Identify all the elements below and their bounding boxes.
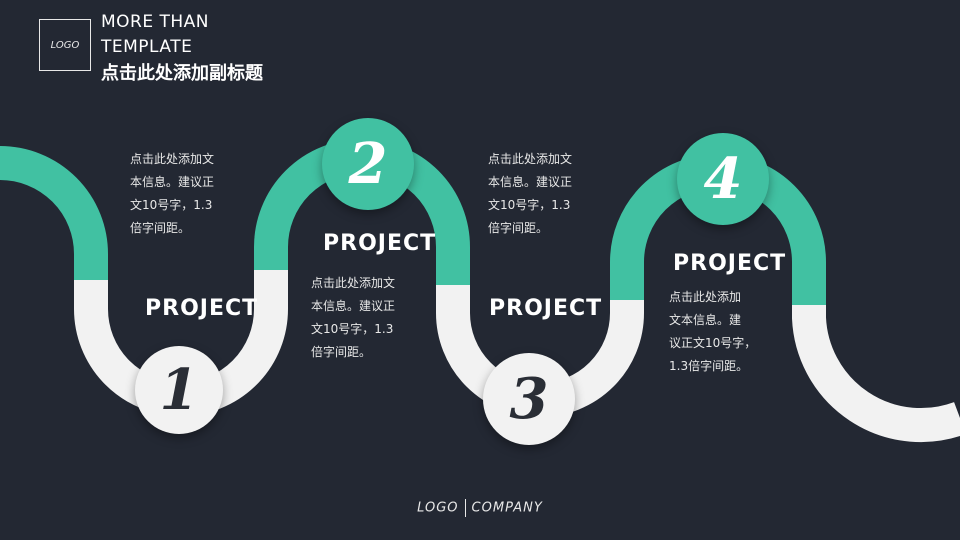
step-3-desc-line: 文10号字，1.3 — [488, 198, 571, 212]
step-2-description: 点击此处添加文 本信息。建议正 文10号字，1.3 倍字间距。 — [311, 272, 395, 364]
wave-segment-white-3 — [792, 305, 960, 442]
logo-text: LOGO — [50, 39, 80, 51]
step-3-description: 点击此处添加文 本信息。建议正 文10号字，1.3 倍字间距。 — [488, 148, 572, 240]
footer-logo: LOGO — [417, 500, 459, 516]
step-3-desc-line: 本信息。建议正 — [488, 175, 573, 189]
footer-company: COMPANY — [471, 500, 543, 516]
step-3-number: 3 — [509, 366, 549, 432]
step-4-desc-line: 文本信息。建 — [669, 313, 742, 327]
step-2-desc-line: 本信息。建议正 — [311, 299, 396, 313]
step-1-desc-line: 本信息。建议正 — [130, 175, 215, 189]
step-4-desc-line: 1.3倍字间距。 — [669, 359, 749, 373]
step-3-desc-line: 点击此处添加文 — [488, 152, 573, 166]
step-4-label: PROJECT — [673, 251, 787, 276]
title-line-2: TEMPLATE — [101, 37, 193, 57]
step-2-circle: 2 — [322, 118, 414, 210]
step-1-circle: 1 — [135, 346, 223, 434]
step-4-circle: 4 — [677, 133, 769, 225]
step-4-desc-line: 点击此处添加 — [669, 290, 742, 304]
step-1-desc-line: 点击此处添加文 — [130, 152, 215, 166]
footer-divider — [464, 499, 466, 517]
step-3-label: PROJECT — [489, 296, 603, 321]
step-1-desc-line: 文10号字，1.3 — [130, 198, 213, 212]
step-1-desc-line: 倍字间距。 — [130, 221, 191, 235]
step-3-desc-line: 倍字间距。 — [488, 221, 549, 235]
step-1-description: 点击此处添加文 本信息。建议正 文10号字，1.3 倍字间距。 — [130, 148, 214, 240]
step-2-label: PROJECT — [323, 231, 437, 256]
subtitle: 点击此处添加副标题 — [101, 63, 263, 84]
step-1-number: 1 — [159, 357, 199, 423]
step-2-number: 2 — [348, 131, 388, 197]
step-3-circle: 3 — [483, 353, 575, 445]
step-4-description: 点击此处添加 文本信息。建 议正文10号字， 1.3倍字间距。 — [669, 286, 756, 378]
title-block: MORE THAN TEMPLATE 点击此处添加副标题 — [101, 10, 263, 87]
step-2-desc-line: 倍字间距。 — [311, 345, 372, 359]
logo-box: LOGO — [39, 19, 91, 71]
step-2-desc-line: 文10号字，1.3 — [311, 322, 394, 336]
title-line-1: MORE THAN — [101, 12, 210, 32]
wave-segment-green-1 — [0, 146, 108, 280]
step-4-number: 4 — [703, 146, 743, 212]
step-2-desc-line: 点击此处添加文 — [311, 276, 396, 290]
footer: LOGO COMPANY — [0, 499, 960, 517]
step-1-label: PROJECT — [145, 296, 259, 321]
step-4-desc-line: 议正文10号字， — [669, 336, 757, 350]
